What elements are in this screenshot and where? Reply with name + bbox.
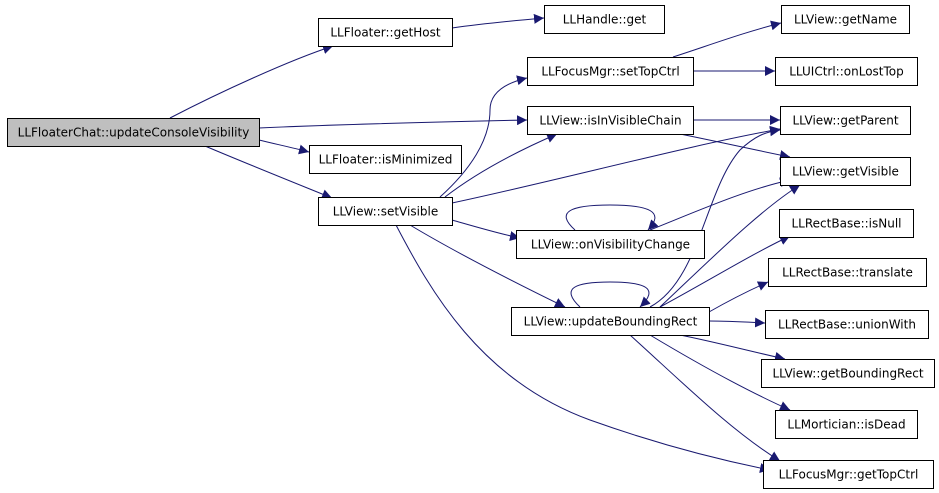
node-getVisible[interactable]: LLView::getVisible bbox=[780, 157, 911, 186]
node-label: LLView::getParent bbox=[792, 114, 898, 128]
edge-onVisibilityChange-to-getVisible bbox=[649, 177, 791, 231]
edge-updateBoundingRect-to-updateBoundingRect bbox=[570, 281, 651, 308]
node-isNull[interactable]: LLRectBase::isNull bbox=[779, 209, 914, 238]
edge-updateBoundingRect-to-unionWith bbox=[708, 317, 766, 328]
node-box bbox=[763, 460, 934, 489]
node-label: LLFocusMgr::getTopCtrl bbox=[779, 468, 919, 482]
node-setVisible[interactable]: LLView::setVisible bbox=[318, 197, 453, 226]
edge-setVisible-to-onVisibilityChange bbox=[451, 219, 521, 241]
node-getParent[interactable]: LLView::getParent bbox=[780, 106, 911, 135]
node-box bbox=[781, 5, 910, 34]
node-label: LLFloater::isMinimized bbox=[319, 153, 453, 167]
edges-layer bbox=[169, 13, 801, 473]
node-label: LLView::getVisible bbox=[792, 165, 899, 179]
node-getBoundingRect[interactable]: LLView::getBoundingRect bbox=[761, 359, 935, 388]
node-isMinimized[interactable]: LLFloater::isMinimized bbox=[309, 145, 462, 174]
edge-setVisible-to-getTopCtrl bbox=[395, 224, 771, 473]
edge-updateBoundingRect-to-getParent bbox=[649, 126, 781, 308]
node-box bbox=[318, 197, 453, 226]
edge-updateConsoleVisibility-to-isInVisibleChain bbox=[258, 115, 528, 129]
node-box bbox=[7, 118, 260, 147]
edge-updateConsoleVisibility-to-setVisible bbox=[204, 145, 333, 199]
node-box bbox=[775, 57, 918, 86]
node-getName[interactable]: LLView::getName bbox=[781, 5, 910, 34]
node-box bbox=[780, 157, 911, 186]
node-box bbox=[780, 106, 911, 135]
node-box bbox=[527, 106, 694, 135]
node-box bbox=[318, 18, 453, 47]
node-getTopCtrl[interactable]: LLFocusMgr::getTopCtrl bbox=[763, 460, 934, 489]
node-label: LLView::setVisible bbox=[333, 205, 439, 219]
node-box bbox=[511, 307, 710, 336]
edge-updateConsoleVisibility-to-getHost bbox=[169, 44, 334, 119]
node-updateConsoleVisibility: LLFloaterChat::updateConsoleVisibility bbox=[7, 118, 260, 147]
edge-updateBoundingRect-to-isDead bbox=[649, 334, 791, 411]
node-box bbox=[527, 57, 694, 86]
node-getHost[interactable]: LLFloater::getHost bbox=[318, 18, 453, 47]
edge-setTopCtrl-to-getName bbox=[672, 20, 782, 58]
node-box bbox=[516, 230, 705, 259]
node-label: LLRectBase::translate bbox=[782, 266, 913, 280]
node-label: LLView::getBoundingRect bbox=[772, 367, 923, 381]
node-label: LLHandle::get bbox=[563, 13, 647, 27]
node-label: LLView::getName bbox=[794, 13, 897, 27]
edge-updateBoundingRect-to-getBoundingRect bbox=[679, 334, 786, 362]
node-box bbox=[761, 359, 935, 388]
node-label: LLView::onVisibilityChange bbox=[531, 238, 690, 252]
edge-setVisible-to-getParent bbox=[451, 125, 781, 204]
edge-setVisible-to-isInVisibleChain bbox=[444, 133, 558, 198]
edge-setVisible-to-setTopCtrl bbox=[439, 75, 528, 198]
node-handleGet[interactable]: LLHandle::get bbox=[544, 5, 665, 34]
node-label: LLFloaterChat::updateConsoleVisibility bbox=[18, 126, 250, 140]
edge-onVisibilityChange-to-onVisibilityChange bbox=[565, 204, 659, 231]
node-box bbox=[779, 209, 914, 238]
node-isInVisibleChain[interactable]: LLView::isInVisibleChain bbox=[527, 106, 694, 135]
edge-updateBoundingRect-to-getVisible bbox=[659, 184, 801, 308]
node-label: LLView::isInVisibleChain bbox=[539, 114, 681, 128]
node-label: LLRectBase::isNull bbox=[792, 217, 902, 231]
node-onLostTop[interactable]: LLUICtrl::onLostTop bbox=[775, 57, 918, 86]
edge-updateBoundingRect-to-isNull bbox=[659, 235, 791, 308]
node-box bbox=[765, 310, 929, 339]
node-label: LLUICtrl::onLostTop bbox=[789, 65, 904, 79]
node-label: LLMortician::isDead bbox=[787, 418, 905, 432]
node-box bbox=[775, 410, 918, 439]
edge-getHost-to-handleGet bbox=[451, 13, 545, 29]
node-box bbox=[544, 5, 665, 34]
nodes-layer: LLFloaterChat::updateConsoleVisibilityLL… bbox=[7, 5, 935, 489]
node-box bbox=[309, 145, 462, 174]
node-setTopCtrl[interactable]: LLFocusMgr::setTopCtrl bbox=[527, 57, 694, 86]
node-updateBoundingRect[interactable]: LLView::updateBoundingRect bbox=[511, 307, 710, 336]
edge-updateConsoleVisibility-to-isMinimized bbox=[258, 139, 310, 155]
node-unionWith[interactable]: LLRectBase::unionWith bbox=[765, 310, 929, 339]
edge-updateBoundingRect-to-getTopCtrl bbox=[629, 334, 781, 462]
node-label: LLView::updateBoundingRect bbox=[524, 315, 698, 329]
node-label: LLFocusMgr::setTopCtrl bbox=[541, 65, 679, 79]
node-translate[interactable]: LLRectBase::translate bbox=[768, 258, 927, 287]
node-box bbox=[768, 258, 927, 287]
node-label: LLFloater::getHost bbox=[330, 26, 441, 40]
node-onVisibilityChange[interactable]: LLView::onVisibilityChange bbox=[516, 230, 705, 259]
edge-setVisible-to-updateBoundingRect bbox=[409, 224, 566, 308]
edge-isInVisibleChain-to-getVisible bbox=[679, 133, 791, 160]
node-label: LLRectBase::unionWith bbox=[778, 318, 916, 332]
edge-updateBoundingRect-to-translate bbox=[708, 281, 769, 313]
node-isDead[interactable]: LLMortician::isDead bbox=[775, 410, 918, 439]
